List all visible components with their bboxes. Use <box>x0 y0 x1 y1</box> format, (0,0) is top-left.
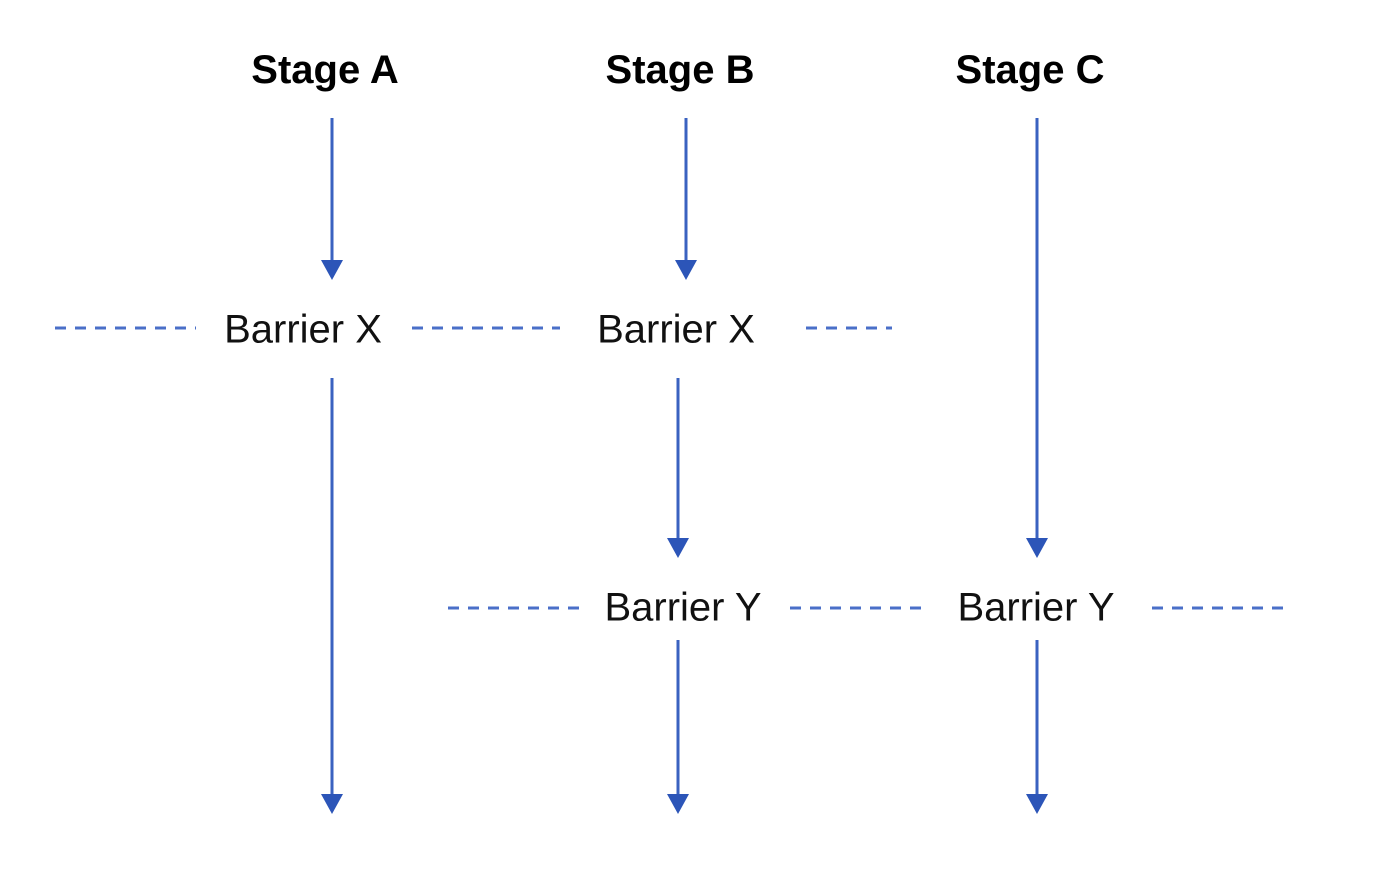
barrier-label-y-stage-b: Barrier Y <box>598 585 768 631</box>
barrier-label-x-stage-b: Barrier X <box>591 307 761 353</box>
arrow-head <box>1026 538 1048 558</box>
down-arrow <box>1026 118 1048 558</box>
arrow-head <box>321 260 343 280</box>
arrow-head <box>667 538 689 558</box>
down-arrow <box>667 378 689 558</box>
stage-header-b: Stage B <box>605 48 755 92</box>
down-arrow <box>321 378 343 814</box>
arrow-head <box>1026 794 1048 814</box>
barrier-label-y-stage-c: Barrier Y <box>951 585 1121 631</box>
down-arrow <box>1026 640 1048 814</box>
arrow-head <box>321 794 343 814</box>
arrow-head <box>667 794 689 814</box>
barrier-label-x-stage-a: Barrier X <box>218 307 388 353</box>
stage-header-a: Stage A <box>251 48 399 92</box>
down-arrow <box>675 118 697 280</box>
arrow-head <box>675 260 697 280</box>
down-arrow <box>321 118 343 280</box>
down-arrow <box>667 640 689 814</box>
stage-header-c: Stage C <box>955 48 1105 92</box>
